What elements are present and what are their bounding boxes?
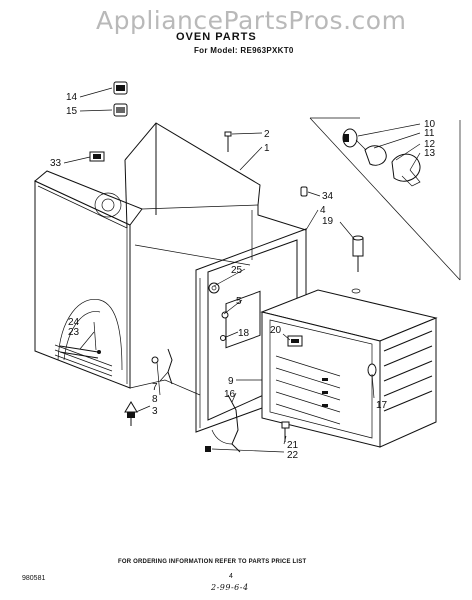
callout-34: 34	[322, 191, 334, 202]
ordering-note: FOR ORDERING INFORMATION REFER TO PARTS …	[118, 559, 307, 565]
callout-20: 20	[270, 325, 282, 336]
callout-12: 12	[424, 139, 436, 150]
callout-19: 19	[322, 216, 334, 227]
callout-17: 17	[376, 400, 388, 411]
callout-4: 4	[320, 205, 326, 216]
callout-18: 18	[238, 328, 250, 339]
callout-22: 22	[287, 450, 299, 461]
light-assembly	[309, 117, 461, 281]
callout-14: 14	[66, 92, 78, 103]
callout-33: 33	[50, 158, 62, 169]
callout-8: 8	[152, 394, 158, 405]
page-title: OVEN PARTS	[176, 31, 257, 43]
screw	[224, 131, 232, 152]
leader-lines	[63, 87, 421, 453]
callout-24: 24	[68, 317, 80, 328]
callout-25: 25	[231, 265, 243, 276]
lower-parts	[124, 348, 290, 453]
connectors	[113, 81, 128, 117]
callout-3: 3	[152, 406, 158, 417]
page-number: 4	[229, 573, 233, 580]
callout-21: 21	[287, 440, 299, 451]
callout-labels: 14 15 33 2 1 34 4 19 10 11 12 13 25 5 18…	[50, 92, 436, 461]
handwritten-date: 2-99-6-4	[211, 583, 249, 592]
callout-11: 11	[424, 128, 435, 139]
callout-16: 16	[224, 389, 236, 400]
cabinet-body	[34, 122, 307, 396]
watermark: AppliancePartsPros.com	[96, 6, 407, 35]
oven-liner	[260, 288, 438, 448]
callout-5: 5	[236, 296, 242, 307]
callout-7: 7	[152, 382, 158, 393]
model-line: For Model: RE963PXKT0	[194, 46, 294, 55]
callout-1: 1	[264, 143, 270, 154]
callout-10: 10	[424, 119, 436, 130]
callout-13: 13	[424, 148, 436, 159]
callout-9: 9	[228, 376, 234, 387]
callout-15: 15	[66, 106, 78, 117]
callout-23: 23	[68, 327, 80, 338]
right-small-parts	[300, 186, 364, 272]
document-id: 980581	[22, 575, 46, 582]
bake-element	[59, 345, 101, 359]
callout-2: 2	[264, 129, 270, 140]
